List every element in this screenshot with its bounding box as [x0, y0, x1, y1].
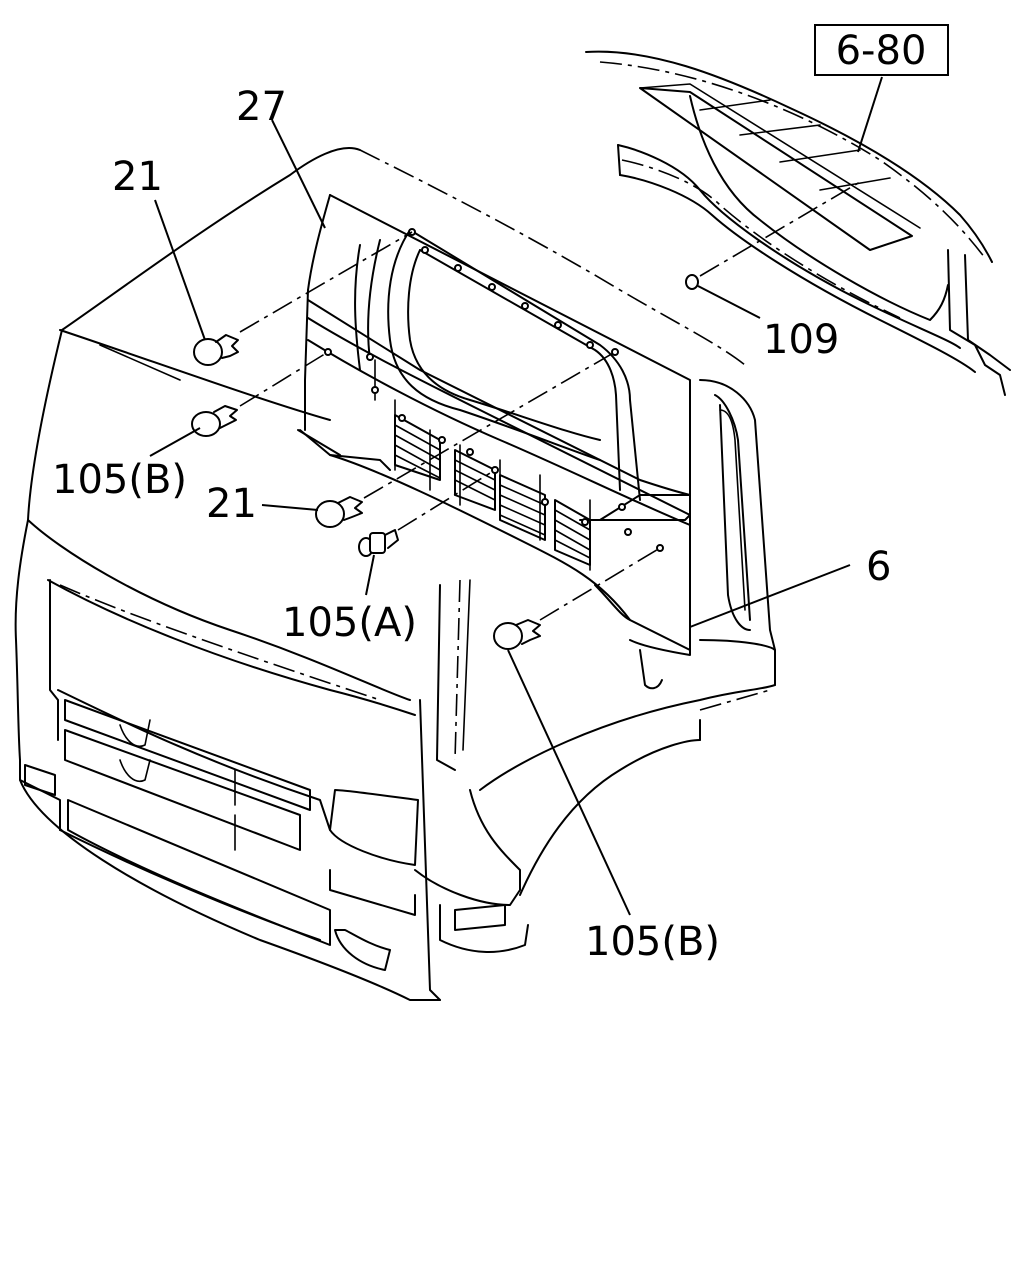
- reference-box-label: 6-80: [836, 28, 927, 74]
- callout-21-mid: 21: [206, 481, 257, 527]
- fastener-holes: [324, 228, 664, 552]
- reference-box: 6-80: [814, 24, 949, 76]
- callout-6: 6: [866, 544, 891, 590]
- rear-roof-panel: [585, 50, 1011, 396]
- callout-21-top: 21: [112, 154, 163, 200]
- callout-labels: 27 21 105(B) 21 105(A) 6 105(B) 109: [52, 84, 891, 965]
- clip-21-mid: [315, 496, 363, 528]
- callout-27: 27: [236, 84, 287, 130]
- clip-105b-left: [191, 405, 238, 437]
- clip-109: [685, 274, 699, 290]
- leader-lines: [149, 76, 883, 916]
- callout-105a: 105(A): [282, 600, 417, 646]
- callout-105b-left: 105(B): [52, 457, 187, 503]
- clip-105b-bottom: [493, 619, 541, 650]
- cab-body: [14, 147, 776, 1001]
- clip-105a: [358, 529, 399, 557]
- rear-back-panel: [297, 194, 691, 656]
- clip-21-top: [193, 334, 239, 366]
- callout-105b-bottom: 105(B): [585, 919, 720, 965]
- callout-109: 109: [763, 317, 839, 363]
- mounting-lines: [239, 181, 861, 621]
